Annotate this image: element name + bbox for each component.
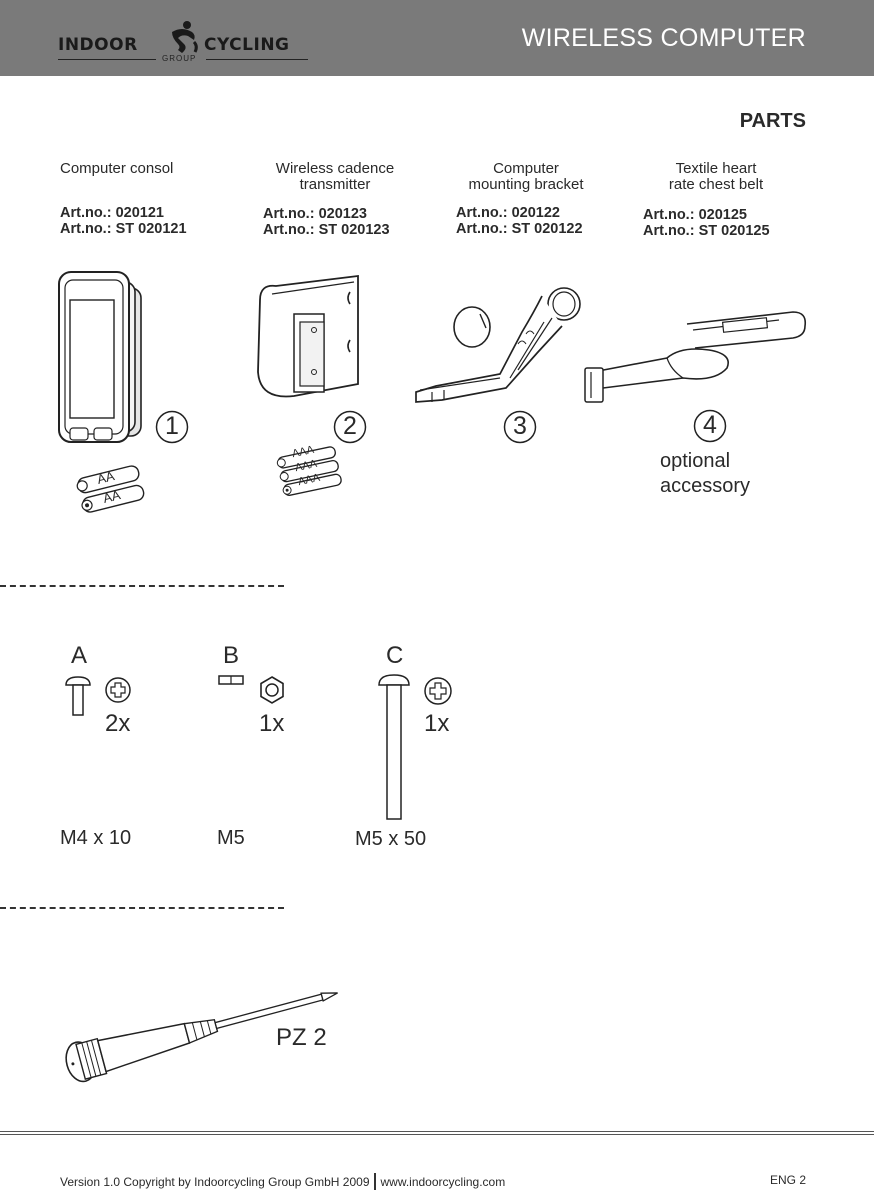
section-title: PARTS (739, 110, 806, 132)
footer-separator (373, 1173, 376, 1190)
nut-side-view-illustration (218, 675, 244, 685)
logo-rule (58, 59, 156, 60)
screw-a-illustration (65, 676, 91, 716)
brand-logo: INDOOR CYCLING GROUP (58, 20, 310, 66)
screw-c-letter: C (386, 642, 404, 669)
aa-batteries-illustration (76, 465, 145, 513)
logo-rule (206, 59, 308, 60)
part-number-1-circle (155, 410, 189, 444)
logo-word-indoor: INDOOR (58, 35, 138, 55)
page-header (0, 0, 874, 76)
logo-word-cycling: CYCLING (204, 35, 290, 55)
cadence-transmitter-illustration (257, 274, 359, 398)
part-number-2-circle (333, 410, 367, 444)
cyclist-logo-icon (172, 21, 198, 53)
part-number-2: 2 (343, 412, 357, 440)
part-number-1: 1 (165, 412, 179, 440)
screw-a-quantity: 2x (105, 710, 131, 737)
aaa-batteries-illustration (276, 446, 342, 496)
screw-a-size: M4 x 10 (60, 827, 132, 849)
screwdriver-label: PZ 2 (276, 1024, 327, 1051)
page-number: ENG 2 (769, 1173, 806, 1187)
phillips-head-icon (424, 677, 452, 705)
chest-belt-illustration (584, 311, 807, 403)
nut-b-size: M5 (217, 827, 245, 849)
footer-copyright: Version 1.0 Copyright by Indoorcycling G… (60, 1173, 505, 1190)
part-number-3-circle (503, 410, 537, 444)
hex-nut-icon (260, 676, 284, 704)
part-number-4-circle (693, 409, 727, 443)
dashed-divider (0, 585, 284, 587)
footer-rule (0, 1131, 874, 1132)
nut-b-letter: B (223, 642, 240, 669)
phillips-head-icon (105, 677, 131, 703)
nut-b-quantity: 1x (259, 710, 285, 737)
part-1-name: Computer consol (60, 160, 174, 177)
footer-rule (0, 1134, 874, 1135)
screw-a-letter: A (71, 642, 88, 669)
document-title: WIRELESS COMPUTER (521, 24, 806, 52)
mounting-bracket-illustration (415, 287, 581, 403)
computer-console-illustration (58, 271, 142, 443)
screw-c-illustration (378, 674, 410, 820)
website-link[interactable]: www.indoorcycling.com (380, 1175, 506, 1189)
screw-c-quantity: 1x (424, 710, 450, 737)
part-number-3: 3 (513, 412, 527, 440)
logo-subtitle: GROUP (162, 54, 197, 63)
copyright-text: Version 1.0 Copyright by Indoorcycling G… (60, 1175, 370, 1189)
screwdriver-illustration (65, 992, 338, 1083)
dashed-divider (0, 907, 284, 909)
screw-c-size: M5 x 50 (355, 828, 427, 850)
part-number-4: 4 (703, 411, 717, 439)
